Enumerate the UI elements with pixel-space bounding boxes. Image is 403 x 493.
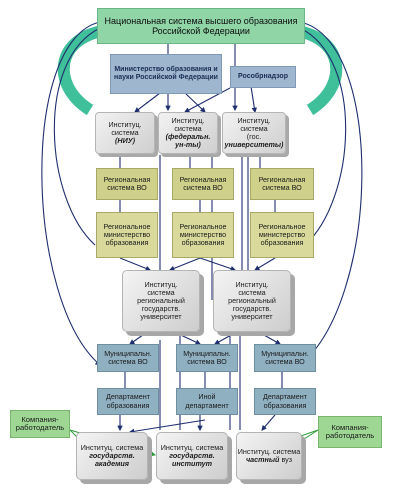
regional-ministry-2-line3: образования (181, 238, 225, 248)
employer-left: Компания- работодатель (10, 410, 70, 438)
inst-fed-label: Институц. система (171, 115, 205, 133)
regional-ministry-1-line1: Региональное (103, 221, 151, 231)
regional-ministry-2-line2: министерство (179, 229, 227, 239)
inst-academy-label: Институц. система (80, 442, 144, 452)
municipal-system-2-line2: система ВО (187, 357, 227, 366)
national-system-line1: Национальная система высшего образования (104, 15, 298, 26)
regional-ministry-2: Региональное министерство образования (172, 212, 234, 258)
regional-ministry-3-line3: образования (260, 238, 304, 248)
regional-ministry-1: Региональное министерство образования (96, 212, 158, 258)
inst-private-university: Институц. система частный вуз (236, 432, 302, 480)
employer-right-line1: Компания- (331, 422, 369, 432)
inst-state-institute: Институц. система государств. институт (156, 432, 228, 480)
department-education-1: Департамент образования (97, 388, 159, 415)
municipal-system-2-line1: Муниципальн. (183, 348, 231, 358)
regional-university-1-line1: Институц. (144, 279, 178, 289)
regional-system-1-line1: Региональная (103, 174, 151, 184)
inst-private-type: частный вуз (245, 455, 292, 464)
inst-gos-type: (гос. университеты) (223, 132, 285, 150)
inst-gos-label: Институц. система (237, 115, 271, 133)
inst-niu-label: Институц. система (108, 119, 142, 137)
other-department-line1: Иной (198, 392, 216, 402)
regional-system-3-line2: система ВО (262, 183, 302, 192)
regional-ministry-1-line3: образования (105, 238, 149, 248)
regional-university-2-line5: университет (231, 312, 273, 322)
regional-system-3: Региональная система ВО (250, 168, 314, 200)
municipal-system-3: Муниципальн. система ВО (254, 344, 316, 372)
regional-university-2-line3: региональный (228, 295, 276, 305)
regional-university-2-line1: Институц. (235, 279, 269, 289)
regional-system-1-line2: система ВО (107, 183, 147, 192)
inst-system-state: Институц. система (гос. университеты) (222, 112, 286, 154)
department-2-line1: Департамент (262, 392, 307, 402)
municipal-system-1-line1: Муниципальн. (104, 348, 152, 358)
inst-system-federal: Институц. система (федеральн. ун-ты) (158, 112, 218, 154)
regional-university-1: Институц. система региональный государст… (122, 270, 200, 332)
regional-system-2-line2: система ВО (183, 183, 223, 192)
ministry-box: Министерство образования и науки Российс… (110, 54, 222, 94)
department-education-2: Департамент образования (254, 388, 316, 415)
municipal-system-3-line1: Муниципальн. (261, 348, 309, 358)
regional-ministry-1-line2: министерство (103, 229, 151, 239)
department-1-line1: Департамент (105, 392, 150, 402)
regional-ministry-3-line2: министерство (258, 229, 306, 239)
regional-university-2: Институц. система региональный государст… (213, 270, 291, 332)
national-system-box: Национальная система высшего образования… (97, 8, 305, 44)
rosobrnadzor-label: Рособрнадзор (238, 73, 288, 81)
curved-arrow-left (57, 24, 111, 116)
municipal-system-2: Муниципальн. система ВО (176, 344, 238, 372)
regional-university-1-line2: система (147, 287, 175, 297)
regional-system-2-line1: Региональная (179, 174, 227, 184)
rosobrnadzor-box: Рособрнадзор (230, 66, 296, 88)
curved-arrow-right (289, 24, 343, 116)
employer-left-line1: Компания- (21, 414, 59, 424)
department-2-line2: образования (263, 400, 307, 410)
other-department: Иной департамент (176, 388, 238, 415)
other-department-line2: департамент (185, 400, 229, 410)
regional-ministry-3-line1: Региональное (258, 221, 306, 231)
inst-private-em: частный (245, 455, 280, 464)
inst-private-label: Институц. система (237, 446, 301, 456)
inst-private-suffix: вуз (281, 455, 292, 464)
regional-university-2-line4: государств. (232, 304, 272, 314)
municipal-system-3-line2: система ВО (265, 357, 305, 366)
inst-institute-type: государств. институт (169, 450, 215, 469)
regional-university-1-line4: государств. (141, 304, 181, 314)
inst-niu-type: (НИУ) (114, 136, 135, 146)
inst-institute-label: Институц. система (160, 442, 224, 452)
department-1-line2: образования (106, 400, 150, 410)
inst-fed-type1: (федеральн. (165, 132, 211, 141)
regional-system-2: Региональная система ВО (172, 168, 234, 200)
inst-system-niu: Институц. система (НИУ) (95, 112, 155, 154)
regional-system-1: Региональная система ВО (96, 168, 158, 200)
regional-ministry-2-line1: Региональное (179, 221, 227, 231)
employer-left-line2: работодатель (15, 423, 65, 432)
regional-university-1-line3: региональный (137, 295, 185, 305)
employer-right-line2: работодатель (325, 431, 375, 440)
inst-gos-prefix: (гос. (246, 132, 262, 141)
regional-university-2-line2: система (238, 287, 266, 297)
inst-academy-type: государств. академия (89, 450, 135, 469)
inst-gos-em: университеты) (224, 140, 284, 150)
inst-state-academy: Институц. система государств. академия (76, 432, 148, 480)
regional-ministry-3: Региональное министерство образования (250, 212, 314, 258)
regional-system-3-line1: Региональная (258, 174, 306, 184)
ministry-label: Министерство образования и науки Российс… (114, 66, 218, 81)
employer-right: Компания- работодатель (318, 416, 382, 448)
municipal-system-1: Муниципальн. система ВО (97, 344, 159, 372)
inst-fed-type2: ун-ты) (175, 140, 201, 150)
regional-university-1-line5: университет (140, 312, 182, 322)
municipal-system-1-line2: система ВО (108, 357, 148, 366)
national-system-line2: Российской Федерации (152, 26, 250, 36)
